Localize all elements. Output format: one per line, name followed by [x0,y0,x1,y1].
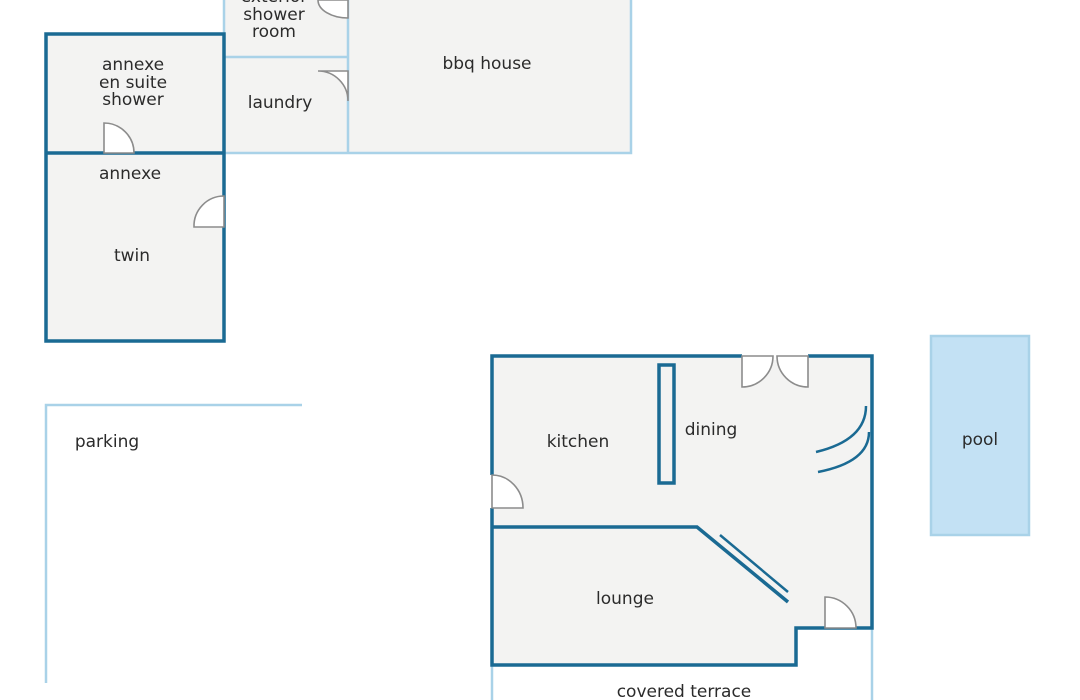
main-house-block [488,352,874,700]
lounge-label: lounge [596,589,654,609]
main-house-outer-wall [490,354,874,667]
exterior-shower-room-label-line1: exterior [241,0,307,7]
bbq-house-label: bbq house [442,54,531,74]
french-door-left-icon [741,355,774,388]
dining-sliding-door-inner-icon [817,431,871,474]
laundry-door-icon [317,70,349,102]
kitchen-label: kitchen [547,432,610,452]
covered-terrace-outline [490,628,874,700]
lounge-sliding-door-icon [719,534,789,593]
annexe-floor [46,34,224,341]
annexe-shower-label-line1: annexe [102,55,164,75]
laundry-label: laundry [248,93,313,113]
annexe-shower-label-line2: en suite [99,73,167,93]
dining-sliding-door-outer-icon [815,405,868,454]
dining-label: dining [685,420,738,440]
twin-label: twin [114,246,150,266]
exterior-shower-door-icon [317,0,349,19]
kitchen-door-icon [491,474,524,509]
main-house-floor [492,356,872,665]
french-door-right-icon [776,355,809,388]
bbq-house-floor [224,0,631,153]
parking-outline [44,403,302,683]
kitchen-island [657,363,676,485]
pool [929,334,1031,537]
exterior-shower-room-label-line3: room [252,22,296,42]
annexe-block [44,32,226,343]
annexe-outer-wall [44,32,226,343]
twin-door-icon [193,195,225,228]
parking-label: parking [75,432,139,452]
lounge-partition-wall [492,525,790,604]
pool-label: pool [962,430,998,450]
french-door-gap [742,352,808,360]
exterior-shower-room-label-line2: shower [243,5,304,25]
bbq-house-block [222,0,633,155]
covered-terrace-label: covered terrace [617,682,752,700]
annexe-label: annexe [99,164,161,184]
terrace-door-icon [824,596,857,629]
annexe-shower-label-line3: shower [102,90,163,110]
annexe-shower-door-icon [103,122,135,154]
